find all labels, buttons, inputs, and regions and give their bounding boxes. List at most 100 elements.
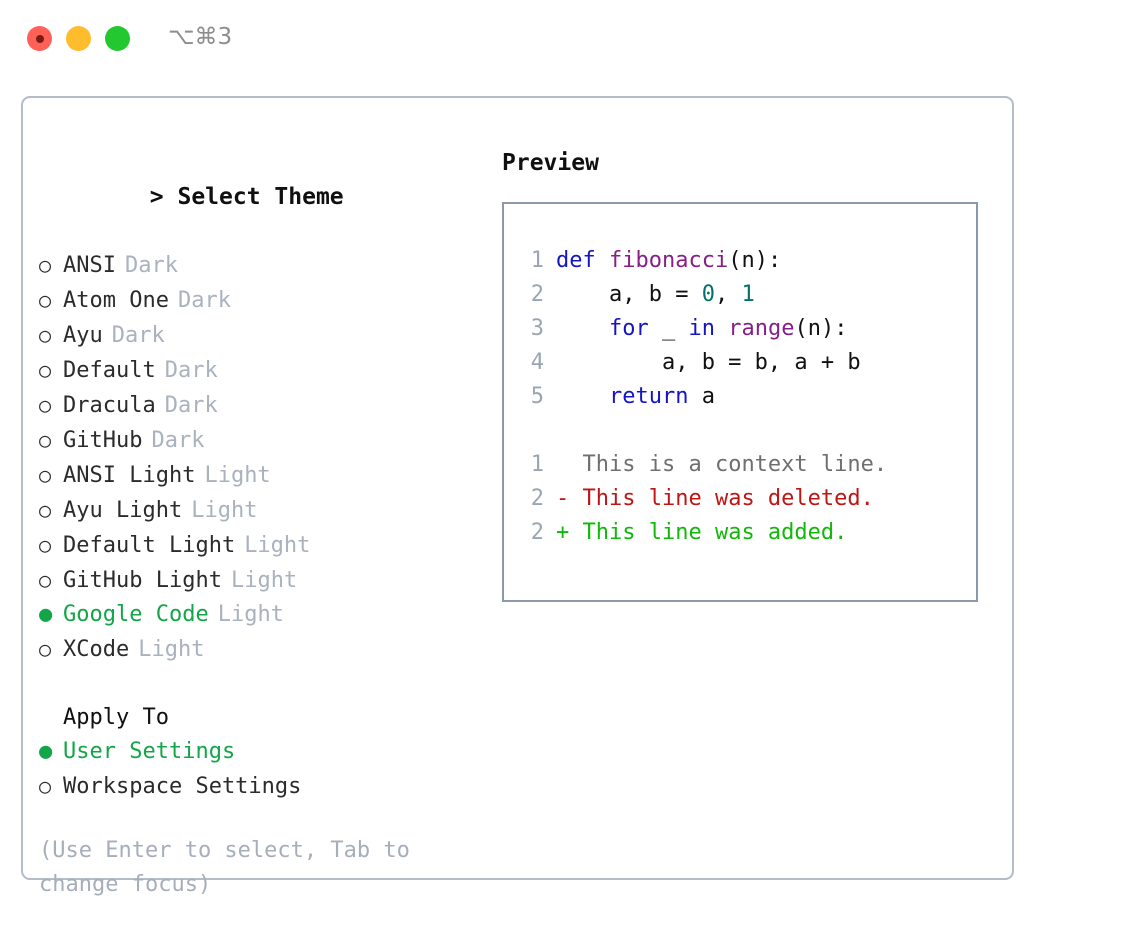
code-token-plain: a, b = b, a + b <box>556 350 861 375</box>
theme-option-label: Ayu <box>63 323 103 348</box>
select-theme-header: > Select Theme <box>39 146 479 248</box>
line-number: 1 <box>530 248 544 273</box>
title-bar: ⌥⌘3 <box>0 0 1140 78</box>
code-token-kw: for <box>608 316 649 341</box>
theme-option-github[interactable]: ○ GitHub Dark <box>39 423 479 458</box>
diff-line-text: This line was deleted. <box>582 486 874 511</box>
theme-variant-tag: Light <box>204 463 271 488</box>
diff-line-number: 2 <box>530 520 544 545</box>
radio-selected-icon: ● <box>39 739 53 764</box>
diff-line: 2+ This line was added. <box>516 516 887 550</box>
theme-option-github-light[interactable]: ○ GitHub Light Light <box>39 563 479 598</box>
close-window-button[interactable] <box>27 26 52 51</box>
code-token-plain <box>715 316 728 341</box>
radio-unselected-icon: ○ <box>39 637 52 661</box>
apply-to-option-list: ●User Settings○Workspace Settings <box>39 735 479 804</box>
theme-variant-tag: Dark <box>164 393 218 418</box>
apply-to-option-user-settings[interactable]: ●User Settings <box>39 735 479 769</box>
theme-variant-tag: Light <box>244 533 311 558</box>
theme-option-label: ANSI Light <box>63 463 196 488</box>
code-line-text: def fibonacci(n): <box>556 244 781 278</box>
radio-unselected-icon: ○ <box>39 288 52 312</box>
radio-unselected-icon: ○ <box>39 428 52 452</box>
theme-option-label: XCode <box>63 637 130 662</box>
radio-unselected-icon: ○ <box>39 463 52 487</box>
theme-variant-tag: Dark <box>151 428 205 453</box>
apply-to-option-workspace-settings[interactable]: ○Workspace Settings <box>39 769 479 804</box>
window-controls <box>27 26 130 51</box>
radio-unselected-icon: ○ <box>39 323 52 347</box>
code-token-plain: , <box>714 282 742 307</box>
theme-option-ansi[interactable]: ○ ANSI Dark <box>39 248 479 283</box>
code-line: 2 a, b = 0, 1 <box>516 278 887 312</box>
maximize-window-button[interactable] <box>105 26 130 51</box>
code-line-text: for _ in range(n): <box>556 312 847 346</box>
theme-option-label: Atom One <box>63 288 169 313</box>
code-token-num: 0 <box>701 282 715 307</box>
radio-unselected-icon: ○ <box>39 253 52 277</box>
theme-option-label: ANSI <box>63 253 116 278</box>
code-token-plain: a, b = <box>556 282 702 307</box>
line-number: 5 <box>530 384 544 409</box>
theme-option-ansi-light[interactable]: ○ ANSI Light Light <box>39 458 479 493</box>
line-number: 4 <box>530 350 544 375</box>
apply-to-option-label: Workspace Settings <box>63 774 302 799</box>
list-spacer <box>39 667 479 701</box>
line-number: 3 <box>530 316 544 341</box>
code-token-fn: range <box>728 316 795 341</box>
radio-selected-icon: ● <box>39 602 53 627</box>
radio-unselected-icon: ○ <box>39 498 52 522</box>
theme-variant-tag: Light <box>230 568 298 593</box>
diff-line-text: This is a context line. <box>582 452 888 477</box>
code-diff-spacer <box>516 414 887 448</box>
diff-line-number: 2 <box>530 486 544 511</box>
theme-option-label: Default <box>63 358 156 383</box>
code-line: 1 def fibonacci(n): <box>516 244 887 278</box>
theme-option-label: Default Light <box>63 533 236 558</box>
code-token-plain: (n): <box>728 248 782 273</box>
theme-option-label: Dracula <box>63 393 156 418</box>
theme-option-ayu-light[interactable]: ○ Ayu Light Light <box>39 493 479 528</box>
code-line-text: return a <box>556 380 715 414</box>
minimize-window-button[interactable] <box>66 26 91 51</box>
radio-unselected-icon: ○ <box>39 393 52 417</box>
diff-marker-add: + <box>556 520 583 545</box>
theme-option-label: GitHub Light <box>63 568 222 593</box>
code-token-plain <box>556 384 609 409</box>
apply-to-header: Apply To <box>63 705 169 730</box>
code-token-plain: _ <box>648 316 689 341</box>
code-line-text: a, b = b, a + b <box>556 346 861 380</box>
line-number: 2 <box>530 282 544 307</box>
theme-variant-tag: Dark <box>124 253 178 278</box>
theme-option-label: GitHub <box>63 428 143 453</box>
keyboard-shortcut-label: ⌥⌘3 <box>168 24 233 50</box>
diff-marker-ctx <box>556 448 583 482</box>
theme-option-label: Ayu Light <box>63 498 183 523</box>
code-token-plain <box>556 316 609 341</box>
code-token-num: 1 <box>741 282 755 307</box>
radio-unselected-icon: ○ <box>39 358 52 382</box>
theme-variant-tag: Light <box>191 498 258 523</box>
code-token-kw: in <box>688 316 715 341</box>
code-token-fn: fibonacci <box>608 248 729 273</box>
code-token-kw: def <box>556 248 609 273</box>
theme-option-dracula[interactable]: ○ Dracula Dark <box>39 388 479 423</box>
code-line: 3 for _ in range(n): <box>516 312 887 346</box>
radio-unselected-icon: ○ <box>39 568 52 592</box>
diff-line: 1 This is a context line. <box>516 448 887 482</box>
prompt-caret-icon: > <box>149 184 178 210</box>
